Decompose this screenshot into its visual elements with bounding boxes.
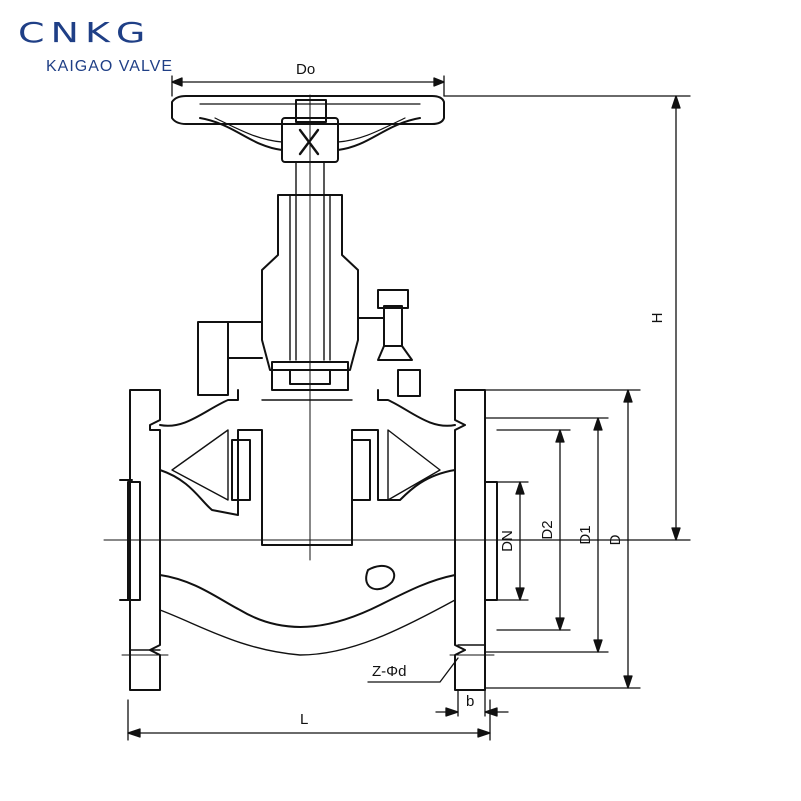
- handwheel: [171, 95, 445, 163]
- brand-name: CNKG: [18, 16, 152, 49]
- label-z-phi-d: Z-Φd: [372, 663, 406, 680]
- label-h: H: [649, 313, 666, 324]
- label-d1: D1: [577, 525, 594, 544]
- dimension-lines: [127, 75, 691, 741]
- bonnet: [197, 161, 421, 397]
- label-dn: DN: [499, 530, 516, 552]
- label-d2: D2: [539, 520, 556, 539]
- brand-subtitle: KAIGAO VALVE: [46, 58, 174, 75]
- brand-logo: CNKG KAIGAO VALVE: [18, 16, 228, 75]
- label-do: Do: [296, 61, 315, 78]
- centerlines: [103, 94, 511, 656]
- label-b: b: [466, 693, 474, 710]
- label-l: L: [300, 711, 308, 728]
- label-d: D: [607, 534, 624, 545]
- valve-body: [119, 389, 498, 691]
